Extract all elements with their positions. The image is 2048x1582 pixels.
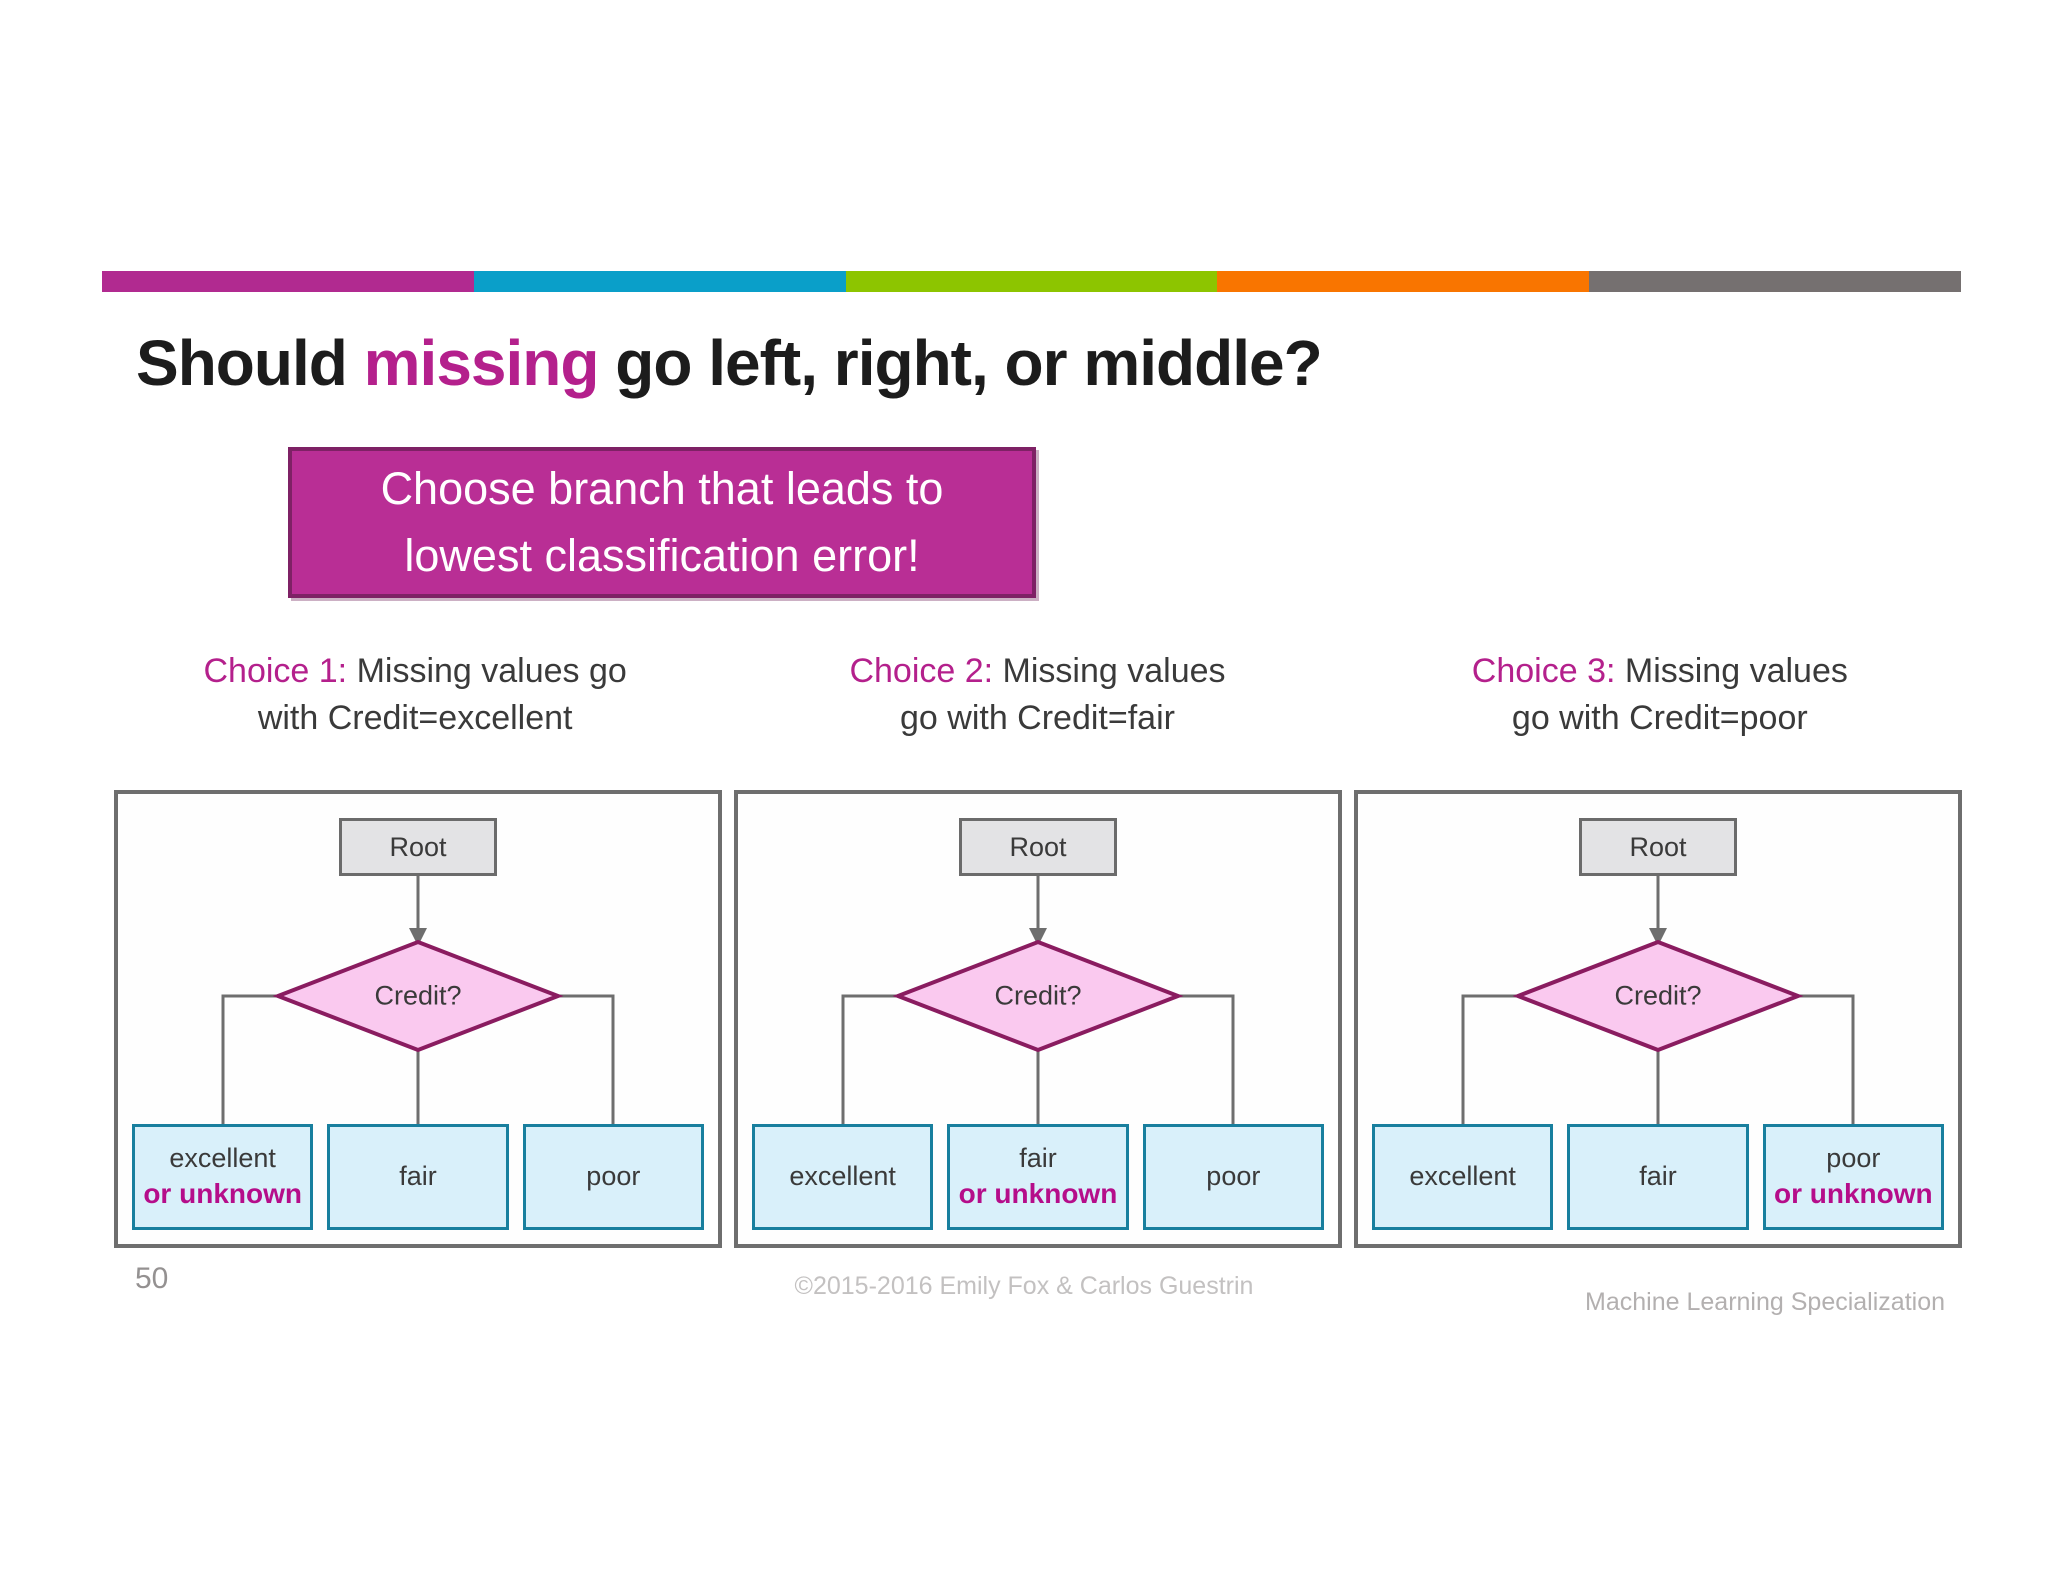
- leaf-label: fair: [1639, 1161, 1677, 1192]
- footer-course-name: Machine Learning Specialization: [1585, 1288, 1945, 1316]
- leaf-excellent: excellent: [752, 1124, 934, 1230]
- leaf-fair: fair: [1567, 1124, 1749, 1230]
- title-prefix: Should: [136, 327, 364, 399]
- leaf-fair: fair or unknown: [947, 1124, 1129, 1230]
- tree-connectors: [841, 876, 1235, 1126]
- leaf-label: poor: [1206, 1161, 1261, 1192]
- title-suffix: go left, right, or middle?: [598, 327, 1322, 399]
- bar-segment-magenta: [102, 271, 474, 292]
- leaf-label: poor: [1826, 1143, 1881, 1174]
- right-branch-connector: [558, 994, 615, 1126]
- leaf-poor: poor: [522, 1124, 704, 1230]
- right-branch-connector: [1798, 994, 1855, 1126]
- tree-panel-3: Root Credit? excellent fair poor or unkn…: [1354, 790, 1962, 1248]
- decision-label: Credit?: [994, 980, 1082, 1011]
- choice-3-desc1: Missing values: [1624, 652, 1848, 690]
- title-highlight: missing: [363, 327, 600, 399]
- bar-segment-blue: [473, 271, 846, 292]
- choice-2-label: Choice 2:: [849, 652, 994, 690]
- choice-1-desc2: with Credit=excellent: [257, 698, 573, 737]
- top-accent-bar: [102, 271, 1961, 292]
- choice-2-line1: Choice 2: Missing values: [732, 648, 1342, 695]
- callout-box: Choose branch that leads to lowest class…: [288, 447, 1036, 598]
- right-branch-connector: [1178, 994, 1235, 1126]
- bar-segment-green: [845, 271, 1218, 292]
- choice-1-heading: Choice 1: Missing values go with Credit=…: [110, 648, 720, 742]
- choice-3-line1: Choice 3: Missing values: [1355, 648, 1965, 695]
- choice-3-heading: Choice 3: Missing values go with Credit=…: [1355, 648, 1965, 742]
- tree-connectors: [221, 876, 615, 1126]
- leaf-row: excellent fair or unknown poor: [752, 1124, 1324, 1230]
- choice-2-desc1: Missing values: [1002, 652, 1226, 690]
- tree-panel-2: Root Credit? excellent fair or unknown p…: [734, 790, 1342, 1248]
- choice-2-heading: Choice 2: Missing values go with Credit=…: [732, 648, 1342, 742]
- choice-3-desc2: go with Credit=poor: [1511, 698, 1808, 737]
- leaf-extra-label: or unknown: [958, 1178, 1118, 1210]
- choice-1-label: Choice 1:: [203, 652, 348, 690]
- decision-label: Credit?: [1614, 980, 1702, 1011]
- page-title: Should missing go left, right, or middle…: [136, 326, 1323, 400]
- page-number: 50: [135, 1262, 169, 1295]
- leaf-excellent: excellent: [1372, 1124, 1554, 1230]
- leaf-row: excellent or unknown fair poor: [132, 1124, 704, 1230]
- choice-1-desc1: Missing values go: [356, 652, 627, 690]
- tree-panel-1: Root Credit? excellent or unknown fair p…: [114, 790, 722, 1248]
- callout-line2: lowest classification error!: [404, 529, 920, 581]
- choice-1-line1: Choice 1: Missing values go: [110, 648, 720, 695]
- left-branch-connector: [1461, 994, 1518, 1126]
- leaf-fair: fair: [327, 1124, 509, 1230]
- leaf-poor: poor or unknown: [1762, 1124, 1944, 1230]
- decision-diamond-shape: [272, 939, 564, 1053]
- leaf-extra-label: or unknown: [143, 1178, 302, 1210]
- tree-connectors: [1461, 876, 1855, 1126]
- decision-diamond-shape: [1512, 939, 1804, 1053]
- leaf-extra-label: or unknown: [1773, 1178, 1933, 1210]
- bar-segment-gray: [1589, 271, 1961, 292]
- callout-line1: Choose branch that leads to: [380, 462, 944, 514]
- leaf-label: excellent: [169, 1143, 276, 1174]
- root-arrow-head: [409, 928, 427, 946]
- root-node: Root: [959, 818, 1117, 876]
- leaf-excellent: excellent or unknown: [132, 1124, 314, 1230]
- leaf-label: excellent: [1409, 1161, 1516, 1192]
- bar-segment-orange: [1217, 271, 1590, 292]
- leaf-label: poor: [586, 1161, 641, 1192]
- leaf-label: fair: [1019, 1143, 1057, 1174]
- panels-row: Root Credit? excellent or unknown fair p…: [114, 790, 1962, 1248]
- left-branch-connector: [221, 994, 278, 1126]
- choice-2-desc2: go with Credit=fair: [900, 698, 1175, 737]
- decision-label: Credit?: [374, 980, 462, 1011]
- leaf-label: fair: [399, 1161, 437, 1192]
- decision-diamond-shape: [892, 939, 1184, 1053]
- root-arrow-head: [1029, 928, 1047, 946]
- choice-3-label: Choice 3:: [1471, 652, 1616, 690]
- root-node: Root: [339, 818, 497, 876]
- leaf-label: excellent: [789, 1161, 896, 1192]
- leaf-poor: poor: [1142, 1124, 1324, 1230]
- left-branch-connector: [841, 994, 898, 1126]
- footer-copyright: ©2015-2016 Emily Fox & Carlos Guestrin: [794, 1272, 1254, 1300]
- root-arrow-head: [1649, 928, 1667, 946]
- leaf-row: excellent fair poor or unknown: [1372, 1124, 1944, 1230]
- root-node: Root: [1579, 818, 1737, 876]
- choice-headings-row: Choice 1: Missing values go with Credit=…: [110, 648, 1965, 742]
